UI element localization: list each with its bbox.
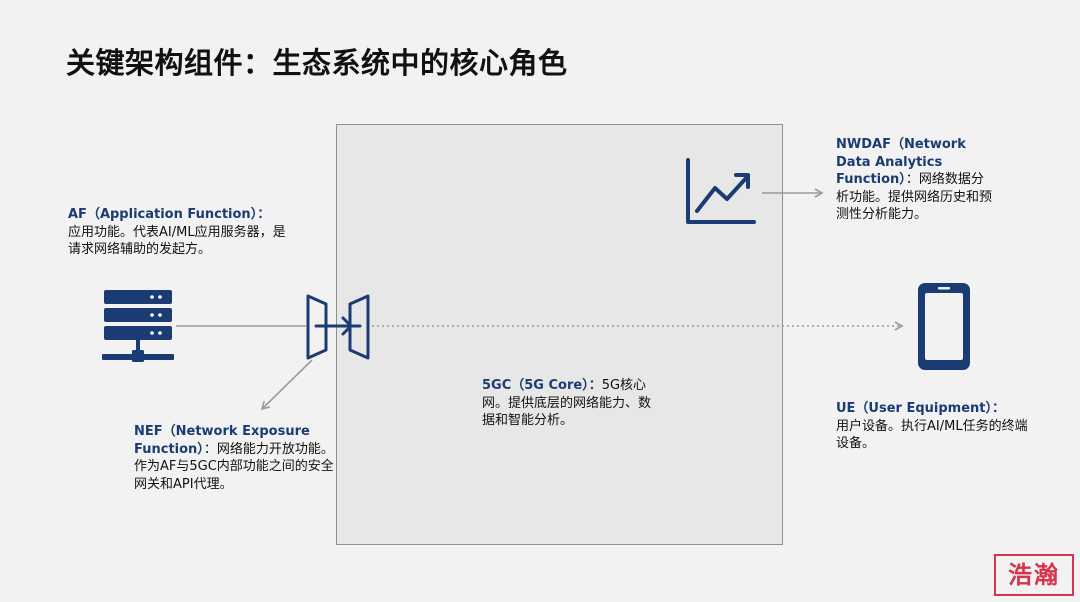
core-body: 5G核心网。提供底层的网络能力、数据和智能分析。 xyxy=(482,378,652,428)
af-heading: AF（Application Function）： xyxy=(68,207,271,222)
nef-description: NEF（Network Exposure Function）：网络能力开放功能。… xyxy=(134,423,334,493)
core-description: 5GC（5G Core）：5G核心网。提供底层的网络能力、数据和智能分析。 xyxy=(482,377,662,430)
seal-stamp: 浩瀚 xyxy=(994,554,1074,596)
af-description: AF（Application Function）： 应用功能。代表AI/ML应用… xyxy=(68,206,290,259)
ue-description: UE（User Equipment）： 用户设备。执行AI/ML任务的终端设备。 xyxy=(836,400,1036,453)
ue-heading: UE（User Equipment）： xyxy=(836,401,1006,416)
ue-body: 用户设备。执行AI/ML任务的终端设备。 xyxy=(836,418,1028,452)
gateway-icon xyxy=(306,294,370,360)
page-title: 关键架构组件：生态系统中的核心角色 xyxy=(66,46,568,80)
core-heading: 5GC（5G Core）： xyxy=(482,378,602,393)
nwdaf-body: ：网络数据分析功能。提供网络历史和预测性分析能力。 xyxy=(836,172,993,222)
analytics-chart-icon xyxy=(686,158,756,224)
nef-pointer-arrow xyxy=(260,359,313,411)
nwdaf-description: NWDAF（Network Data Analytics Function）：网… xyxy=(836,136,996,224)
smartphone-icon xyxy=(918,283,970,370)
nef-heading: NEF（Network Exposure Function） xyxy=(134,424,310,457)
af-body: 应用功能。代表AI/ML应用服务器，是请求网络辅助的发起方。 xyxy=(68,224,286,258)
nwdaf-heading: NWDAF（Network Data Analytics Function） xyxy=(836,137,966,187)
nef-body: ：网络能力开放功能。作为AF与5GC内部功能之间的安全网关和API代理。 xyxy=(134,441,334,492)
server-icon xyxy=(102,290,174,362)
